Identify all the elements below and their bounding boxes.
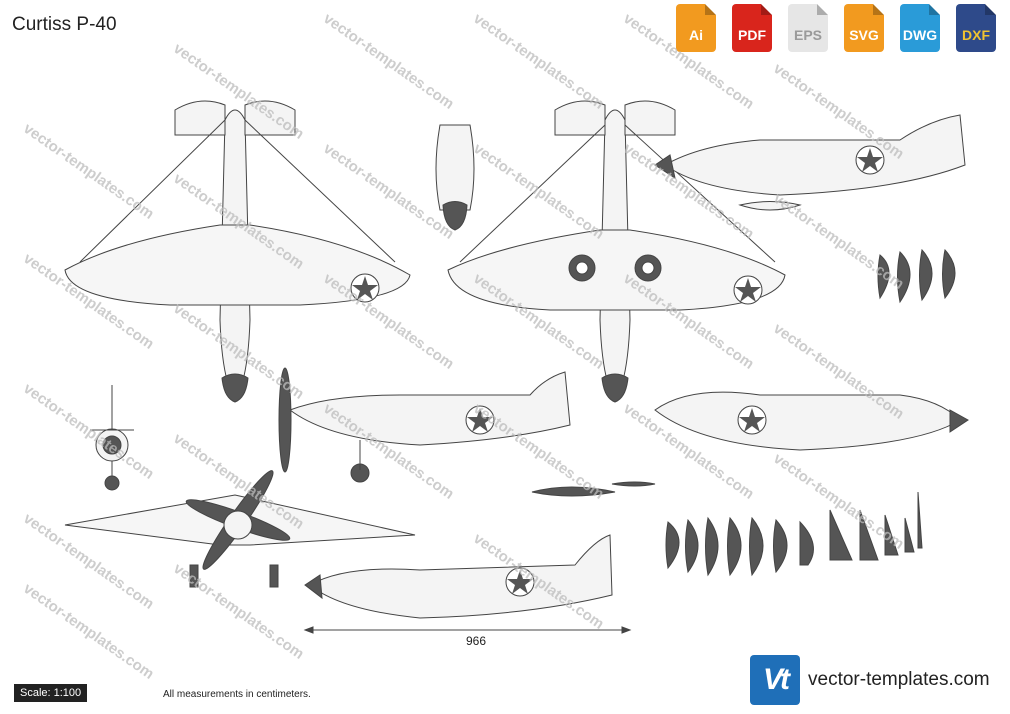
dimension-line — [303, 626, 632, 634]
eps-label: EPS — [793, 27, 822, 43]
format-downloads: Ai PDF EPS SVG DWG DXF — [672, 4, 1000, 52]
side-view-bottom — [304, 534, 613, 619]
top-view — [64, 100, 411, 403]
front-view-left — [90, 385, 134, 491]
dxf-label: DXF — [962, 27, 990, 43]
brand-url[interactable]: vector-templates.com — [808, 669, 990, 690]
front-view-small — [435, 124, 475, 231]
airfoil-section-small — [611, 481, 656, 487]
front-view-lower — [64, 470, 416, 588]
side-view-right — [654, 391, 969, 451]
dwg-format-icon[interactable]: DWG — [896, 4, 944, 52]
scale-label: Scale: 1:100 — [14, 684, 88, 702]
page-title: Curtiss P-40 — [12, 14, 117, 35]
brand[interactable]: Vt vector-templates.com — [750, 655, 990, 705]
pdf-format-icon[interactable]: PDF — [728, 4, 776, 52]
cross-sections-bottom — [665, 491, 923, 577]
vt-logo-icon: Vt — [750, 655, 800, 705]
bottom-view — [447, 100, 786, 403]
dxf-format-icon[interactable]: DXF — [952, 4, 1000, 52]
measurement-note: All measurements in centimeters. — [163, 689, 311, 700]
svg-label: SVG — [849, 27, 879, 43]
side-view-upper-right — [654, 114, 966, 211]
cross-sections-top — [877, 248, 956, 304]
svg-format-icon[interactable]: SVG — [840, 4, 888, 52]
eps-format-icon[interactable]: EPS — [784, 4, 832, 52]
ai-label: Ai — [689, 27, 703, 43]
airfoil-section — [531, 486, 616, 497]
wingspan-dimension: 966 — [466, 634, 487, 648]
side-view-middle — [278, 367, 571, 483]
dwg-label: DWG — [902, 27, 938, 43]
ai-format-icon[interactable]: Ai — [672, 4, 720, 52]
pdf-label: PDF — [738, 27, 766, 43]
